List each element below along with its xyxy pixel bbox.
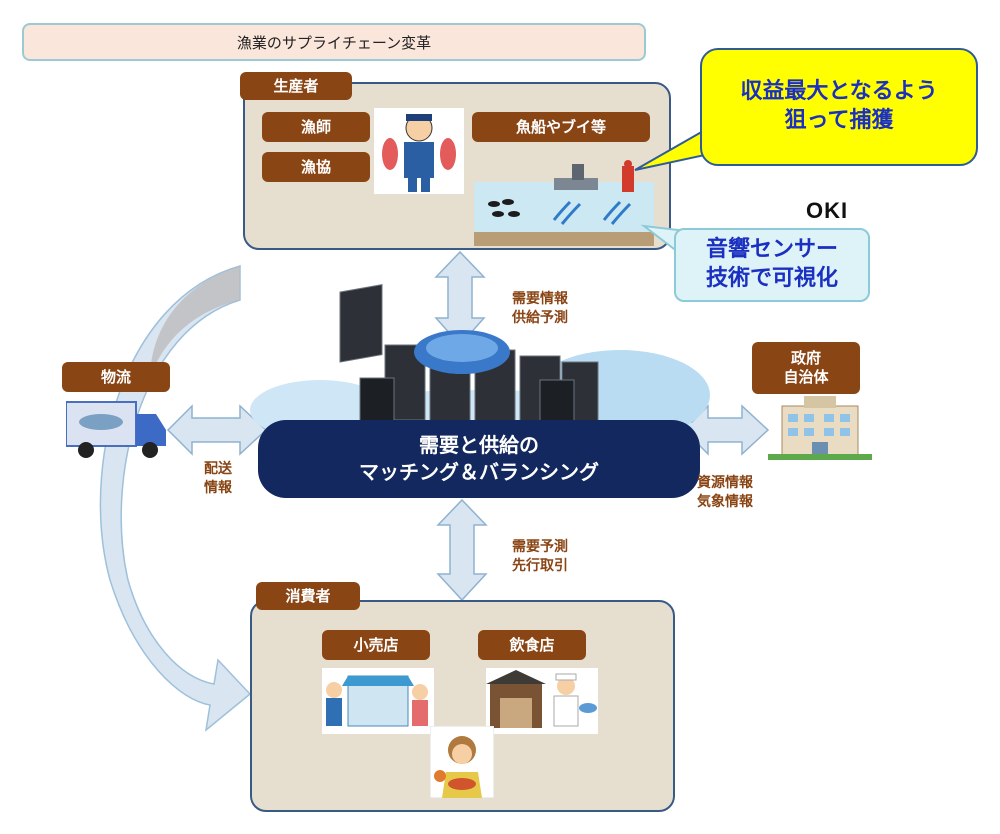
- callout-sensor: 音響センサー 技術で可視化: [674, 228, 870, 302]
- buoy-icon: [622, 160, 634, 192]
- flow-label-government: 資源情報 気象情報: [682, 474, 768, 512]
- consumer-tag: 消費者: [256, 582, 360, 610]
- flow-label-producer-line2: 供給予測: [512, 309, 568, 326]
- restaurant-tag: 飲食店: [478, 630, 586, 660]
- sonar-wave-icon: [552, 200, 632, 225]
- flow-label-logistics-line1: 配送: [204, 461, 232, 477]
- page-title: 漁業のサプライチェーン変革: [22, 23, 646, 61]
- fisherman-illustration: [374, 108, 464, 194]
- flow-label-consumer: 需要予測 先行取引: [500, 538, 580, 576]
- government-tag-line1: 政府: [790, 349, 821, 368]
- fishermen-tag: 漁師: [262, 112, 370, 142]
- arrow-center-government: [682, 404, 770, 456]
- fish-school-icon: [488, 199, 520, 217]
- truck-icon: [66, 401, 166, 458]
- callout-sensor-line2: 技術で可視化: [705, 266, 838, 291]
- coop-tag: 漁協: [262, 152, 370, 182]
- callout-pointer-yellow: [634, 128, 706, 171]
- flow-label-consumer-line1: 需要予測: [512, 539, 568, 555]
- home-cook-illustration: [430, 726, 494, 798]
- flow-label-logistics-line2: 情報: [204, 479, 232, 496]
- matching-balancing-box: 需要と供給の マッチング＆バランシング: [258, 420, 700, 498]
- center-line2: マッチング＆バランシング: [359, 460, 599, 484]
- producer-tag: 生産者: [240, 72, 352, 100]
- logistics-tag: 物流: [62, 362, 170, 392]
- boat-icon: [554, 164, 598, 190]
- flow-label-producer-line1: 需要情報: [512, 291, 568, 307]
- curved-arrow-shade: [150, 266, 240, 380]
- callout-catch-line2: 狙って捕獲: [784, 108, 894, 133]
- flow-label-consumer-line2: 先行取引: [512, 557, 568, 574]
- callout-catch-line1: 収益最大となるよう: [740, 79, 938, 105]
- restaurant-illustration: [486, 668, 598, 734]
- callout-sensor-line1: 音響センサー: [705, 237, 838, 263]
- government-tag-line2: 自治体: [783, 368, 829, 386]
- government-building-icon: [768, 396, 872, 460]
- arrow-center-consumer: [436, 498, 488, 602]
- sea-scene-illustration: [474, 160, 654, 246]
- retail-tag: 小売店: [322, 630, 430, 660]
- flow-label-logistics: 配送 情報: [188, 460, 248, 498]
- oki-logo: OKI: [806, 198, 849, 223]
- retail-shop-illustration: [322, 668, 434, 734]
- callout-catch: 収益最大となるよう 狙って捕獲: [700, 48, 978, 166]
- government-tag: 政府 自治体: [752, 342, 860, 394]
- flow-label-producer: 需要情報 供給予測: [500, 290, 580, 328]
- boats-tag: 魚船やブイ等: [472, 112, 650, 142]
- flow-label-government-line2: 気象情報: [697, 493, 753, 510]
- flow-label-government-line1: 資源情報: [697, 475, 753, 491]
- center-line1: 需要と供給の: [419, 433, 539, 457]
